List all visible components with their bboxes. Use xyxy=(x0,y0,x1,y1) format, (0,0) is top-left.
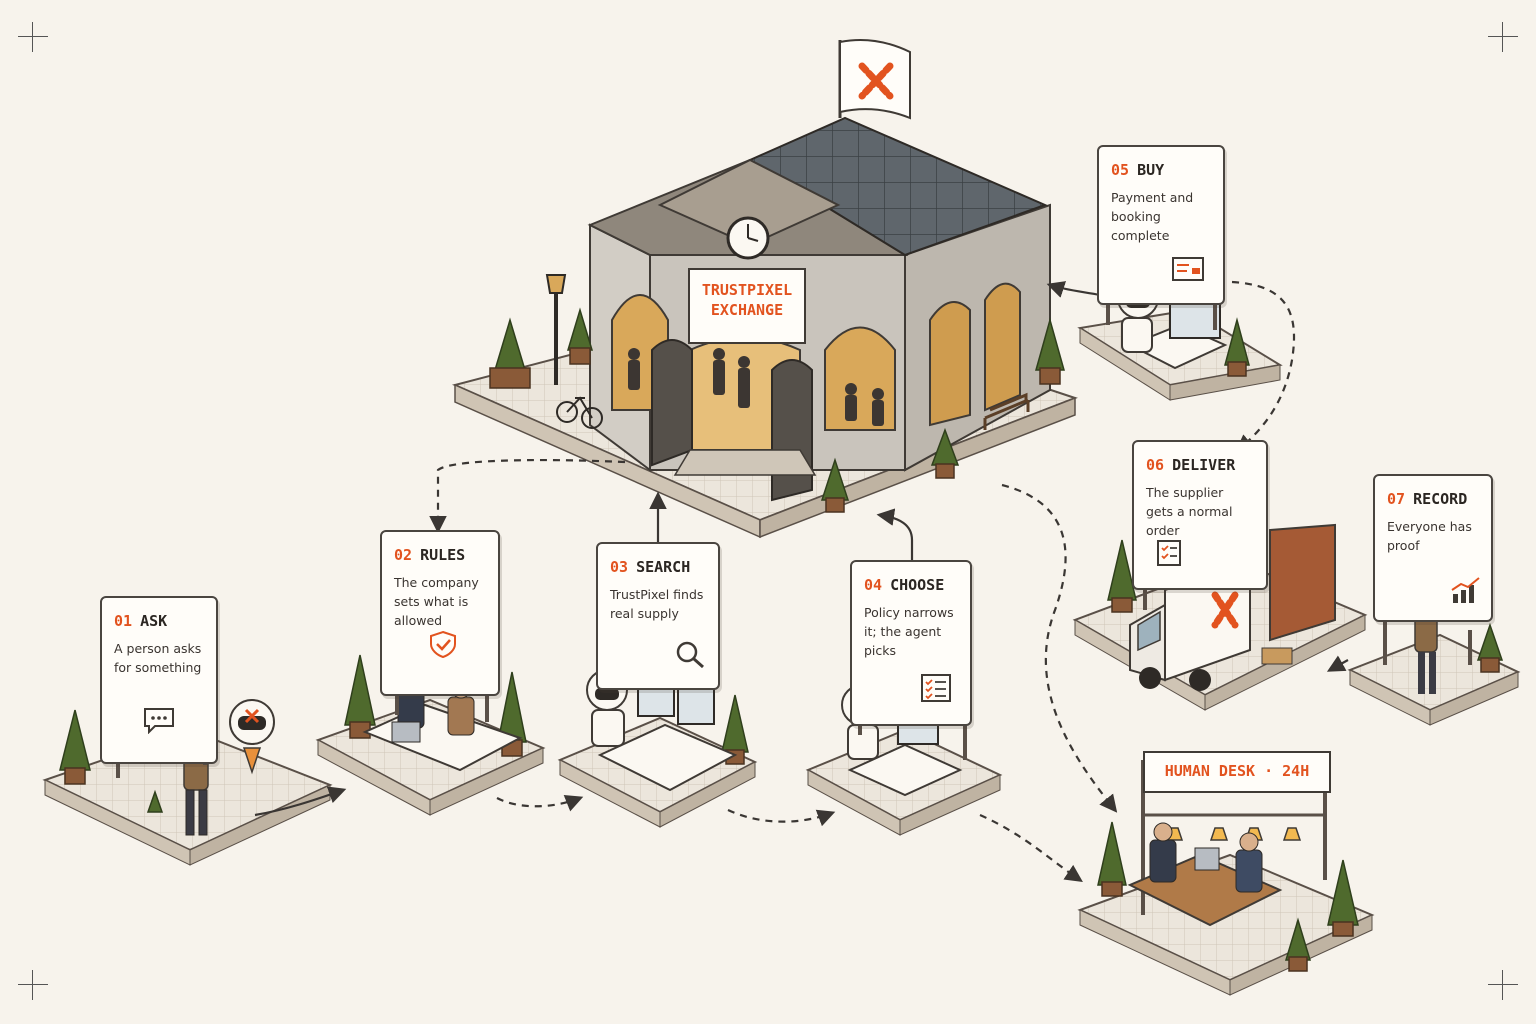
chat-bubble-icon xyxy=(144,708,174,734)
flow-connectors xyxy=(254,280,1349,882)
corner-mark xyxy=(18,970,48,1000)
arrow-exchange-to-buy xyxy=(1231,280,1296,453)
step-sign-rules: 02 RULES The company sets what is allowe… xyxy=(380,530,500,696)
arrow-rules-to-search xyxy=(496,795,584,812)
step-description: TrustPixel finds real supply xyxy=(610,587,704,621)
trees xyxy=(59,307,1504,972)
step-sign-buy: 05 BUY Payment and booking complete xyxy=(1097,145,1225,305)
step-title: RULES xyxy=(420,546,466,564)
card-icon xyxy=(1172,257,1204,281)
step-number: 05 xyxy=(1111,161,1130,179)
checklist-icon xyxy=(921,674,951,702)
arrow-exchange-to-human-desk xyxy=(1001,483,1118,813)
arrow-record-to-deliver xyxy=(1326,655,1349,672)
exchange-sign: TRUSTPIXEL EXCHANGE xyxy=(688,268,806,344)
shield-check-icon xyxy=(430,630,456,658)
step-sign-ask: 01 ASK A person asks for something xyxy=(100,596,218,764)
step-title: RECORD xyxy=(1413,490,1468,508)
step-number: 04 xyxy=(864,576,883,594)
step-number: 07 xyxy=(1387,490,1406,508)
bar-chart-icon xyxy=(1451,577,1480,603)
step-description: The company sets what is allowed xyxy=(394,575,479,628)
step-title: DELIVER xyxy=(1172,456,1236,474)
arrow-choose-to-exchange xyxy=(876,508,914,565)
corner-mark xyxy=(18,22,48,52)
step-title: SEARCH xyxy=(636,558,691,576)
step-number: 03 xyxy=(610,558,629,576)
step-sign-choose: 04 CHOOSE Policy narrows it; the agent p… xyxy=(850,560,972,726)
corner-mark xyxy=(1488,970,1518,1000)
step-description: Payment and booking complete xyxy=(1111,190,1194,243)
magnifier-icon xyxy=(676,641,704,668)
arrow-buy-to-exchange xyxy=(1046,281,1101,298)
step-title: CHOOSE xyxy=(890,576,945,594)
corner-mark xyxy=(1488,22,1518,52)
step-sign-record: 07 RECORD Everyone has proof xyxy=(1373,474,1493,622)
arrow-search-to-choose xyxy=(727,809,836,827)
step-sign-deliver: 06 DELIVER The supplier gets a normal or… xyxy=(1132,440,1268,590)
step-sign-search: 03 SEARCH TrustPixel finds real supply xyxy=(596,542,720,690)
arrow-rules-to-exchange xyxy=(429,458,626,534)
step-number: 06 xyxy=(1146,456,1165,474)
step-description: Everyone has proof xyxy=(1387,519,1472,553)
exchange-name-line1: TRUSTPIXEL xyxy=(701,281,793,299)
arrow-ask-to-rules xyxy=(254,786,347,817)
step-title: ASK xyxy=(140,612,168,630)
step-description: Policy narrows it; the agent picks xyxy=(864,605,954,658)
step-description: The supplier gets a normal order xyxy=(1146,485,1233,538)
step-number: 02 xyxy=(394,546,413,564)
order-icon xyxy=(1157,540,1181,566)
exchange-name-line2: EXCHANGE xyxy=(710,301,784,320)
step-title: BUY xyxy=(1137,161,1165,179)
human-desk-sign: HUMAN DESK · 24H xyxy=(1143,751,1331,793)
step-number: 01 xyxy=(114,612,133,630)
arrow-choose-to-human-desk xyxy=(979,813,1083,882)
step-description: A person asks for something xyxy=(114,641,202,675)
